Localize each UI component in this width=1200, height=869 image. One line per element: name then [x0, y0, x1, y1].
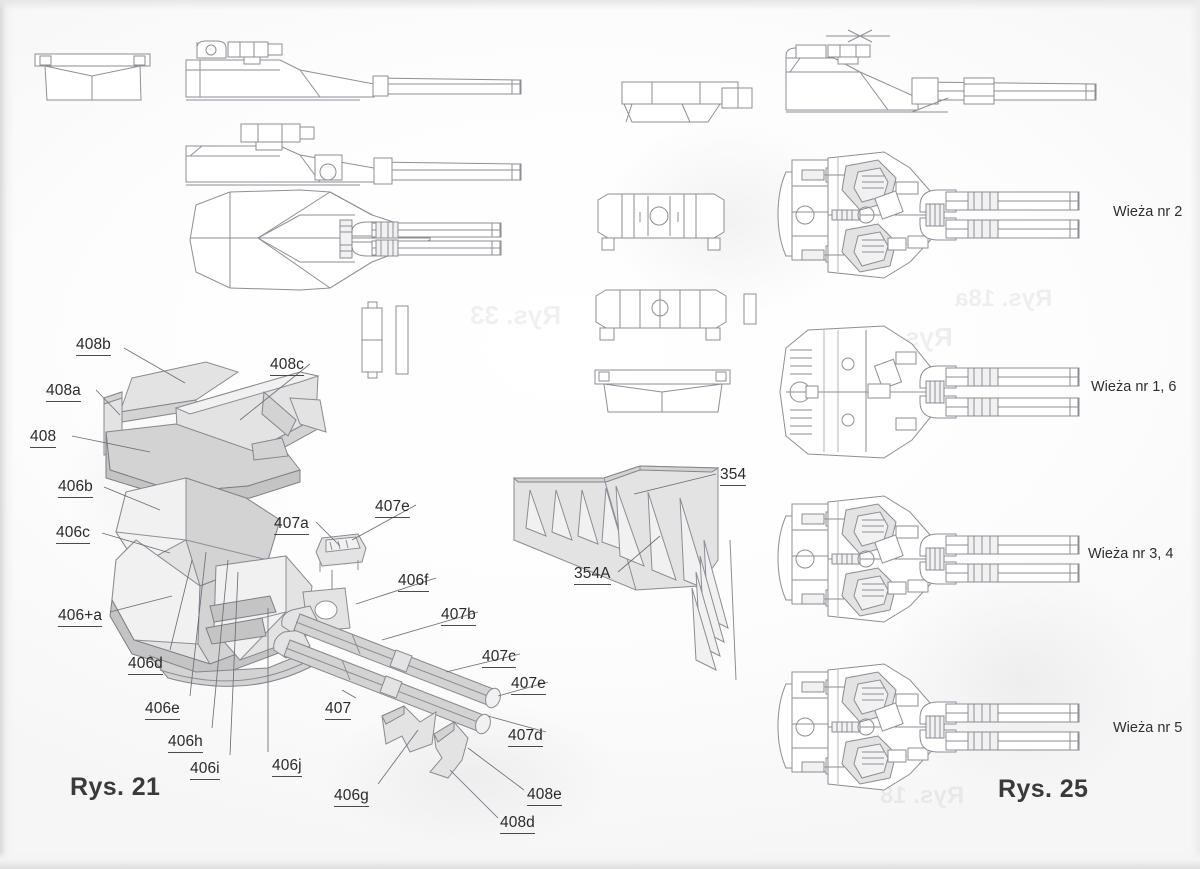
exploded-turret-rys21: [103, 361, 501, 779]
part-label-354A: 354A: [574, 565, 611, 585]
part-label-407e-bottom: 407e: [511, 675, 546, 695]
turret-label-wieza-1-6: Wieża nr 1, 6: [1091, 379, 1177, 395]
scan-edge-right: [1190, 0, 1200, 869]
part-label-407a: 407a: [274, 515, 309, 535]
turret-plan-wieza-5: [777, 663, 1080, 791]
part-label-406j: 406j: [272, 757, 302, 777]
part-label-406h: 406h: [168, 733, 203, 753]
scan-edge-bottom: [0, 851, 1200, 869]
turret-front-elevation-small: [34, 53, 151, 101]
part-label-407b: 407b: [441, 606, 476, 626]
part-label-408a: 408a: [46, 382, 81, 402]
part-label-406i: 406i: [190, 760, 220, 780]
turret-plan-wieza-2: [777, 151, 1080, 279]
turret-side-elevation-rys25: [785, 29, 1097, 113]
part-label-406d: 406d: [128, 655, 163, 675]
figure-caption-rys21: Rys. 21: [70, 773, 161, 801]
figure-caption-rys25: Rys. 25: [998, 775, 1089, 803]
part-label-407e-top: 407e: [375, 498, 410, 518]
scan-edge-top: [0, 0, 1200, 10]
part-label-408b: 408b: [76, 336, 111, 356]
part-label-406g: 406g: [334, 787, 369, 807]
part-label-406c: 406c: [56, 524, 91, 544]
part-label-408d: 408d: [500, 814, 535, 834]
part-label-407: 407: [325, 700, 352, 720]
turret-side-view-2: [185, 123, 522, 186]
part-label-406e: 406e: [145, 700, 180, 720]
part-label-408e: 408e: [527, 786, 562, 806]
scan-edge-left: [0, 0, 14, 869]
part-label-406b: 406b: [58, 478, 93, 498]
turret-label-wieza-3-4: Wieża nr 3, 4: [1088, 546, 1174, 562]
turret-plan-view-outline: [189, 189, 502, 291]
small-parts-group: [361, 301, 409, 379]
turret-plan-wieza-1-6: [779, 325, 1080, 459]
part-label-407d: 407d: [508, 727, 543, 747]
turret-side-view-1: [185, 40, 522, 101]
part-354-bulwark: [512, 465, 737, 681]
part-label-406f: 406f: [398, 572, 429, 592]
leader-lines: [71, 347, 717, 819]
part-label-406-plus-a: 406+a: [58, 607, 103, 627]
turret-plan-wieza-3-4: [777, 495, 1080, 623]
part-label-354: 354: [720, 466, 747, 486]
middle-column-parts: [594, 81, 757, 413]
turret-label-wieza-2: Wieża nr 2: [1113, 204, 1183, 220]
part-label-408: 408: [30, 428, 57, 448]
turret-label-wieza-5: Wieża nr 5: [1113, 720, 1183, 736]
part-label-408c: 408c: [270, 356, 305, 376]
part-label-407c: 407c: [482, 648, 517, 668]
